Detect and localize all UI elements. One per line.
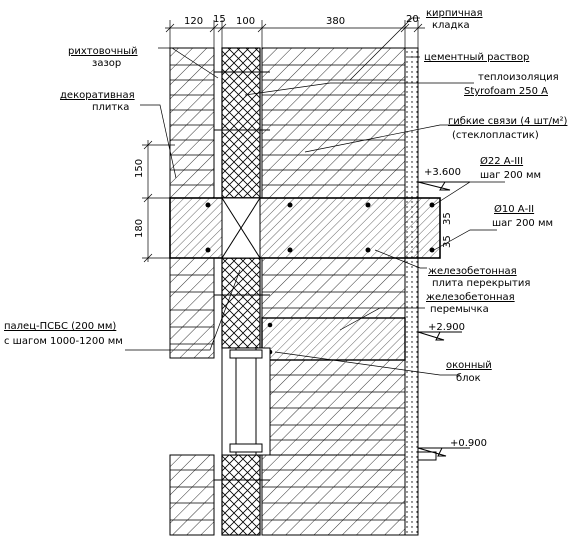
label-ties-1: гибкие связи (4 шт/м²) <box>448 116 568 127</box>
dim-180: 180 <box>134 219 145 238</box>
label-insulation-2: Styrofoam 250 А <box>464 86 548 97</box>
label-brick-masonry-2: кладка <box>432 20 470 31</box>
flexible-ties <box>214 71 270 481</box>
label-rebar22-2: шаг 200 мм <box>480 170 541 181</box>
dim-100: 100 <box>236 16 255 27</box>
label-window-1: оконный <box>446 360 492 371</box>
label-lintel-2: перемычка <box>430 304 489 315</box>
facing-brick-layer <box>169 47 215 536</box>
level-marker-2900 <box>417 331 462 341</box>
plaster-layer <box>404 47 419 536</box>
level-marker-3600 <box>417 181 470 191</box>
label-pin-1: палец-ПСБС (200 мм) <box>4 321 116 332</box>
label-decorative-tile-1: декоративная <box>60 90 135 101</box>
label-pin-2: с шагом 1000-1200 мм <box>4 336 123 347</box>
dim-380: 380 <box>326 16 345 27</box>
window-block <box>221 347 271 456</box>
label-rebar22-1: Ø22 А-III <box>480 155 523 167</box>
level-3600: +3.600 <box>424 167 461 178</box>
label-brick-masonry-1: кирпичная <box>426 8 483 19</box>
dim-20: 20 <box>406 14 419 25</box>
label-rebar10-1: Ø10 А-II <box>494 203 534 215</box>
label-ties-2: (стеклопластик) <box>452 130 539 141</box>
label-insulation-1: теплоизоляция <box>478 72 559 83</box>
label-slab-2: плита перекрытия <box>432 278 530 289</box>
label-cement-mortar: цементный раствор <box>424 52 529 63</box>
label-lintel-1: железобетонная <box>426 292 515 303</box>
label-window-2: блок <box>456 373 481 384</box>
level-marker-0900 <box>417 447 470 461</box>
dim-150: 150 <box>134 159 145 178</box>
dim-15: 15 <box>213 14 226 25</box>
dim-120: 120 <box>184 16 203 27</box>
label-decorative-tile-2: плитка <box>92 102 129 113</box>
label-leveling-gap-1: рихтовочный <box>68 46 138 57</box>
label-slab-1: железобетонная <box>428 266 517 277</box>
concrete-slab <box>169 197 441 259</box>
dim-35-bottom: 35 <box>442 235 453 248</box>
level-2900: +2.900 <box>428 322 465 333</box>
dim-35-top: 35 <box>442 212 453 225</box>
main-brick-wall <box>261 47 406 536</box>
insulation-layer <box>221 47 261 536</box>
label-leveling-gap-2: зазор <box>92 58 121 69</box>
concrete-lintel <box>261 317 406 361</box>
label-rebar10-2: шаг 200 мм <box>492 218 553 229</box>
level-0900: +0.900 <box>450 438 487 449</box>
